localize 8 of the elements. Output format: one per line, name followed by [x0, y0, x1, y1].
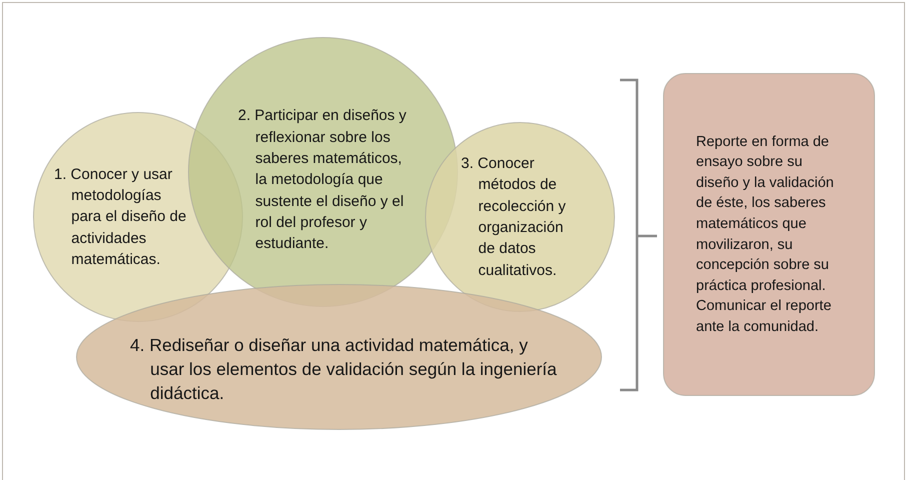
- step-ellipse: [76, 284, 602, 430]
- step-circle: [425, 122, 615, 312]
- step-text: 3. Conocer métodos de recolección y organización de datos cualitativos.: [461, 154, 567, 281]
- step-text: 4. Rediseñar o diseñar una actividad matemática, y usar los elementos de validación según la ingeniería didáctica.: [130, 334, 558, 406]
- report-card: [663, 73, 875, 396]
- report-text: Reporte en forma de ensayo sobre su diseño y la validación de éste, los saberes matemáticos que movilizaron, su concepción sobre su práctica profesional. Comunicar el reporte ante la comunidad.: [696, 132, 835, 337]
- step-text: 2. Participar en diseños y reflexionar sobre los saberes matemáticos, la metodología que sustente el diseño y el rol del profesor y estudiante.: [238, 106, 408, 254]
- step-text: 1. Conocer y usar metodologías para el diseño de actividades matemáticas.: [54, 164, 188, 270]
